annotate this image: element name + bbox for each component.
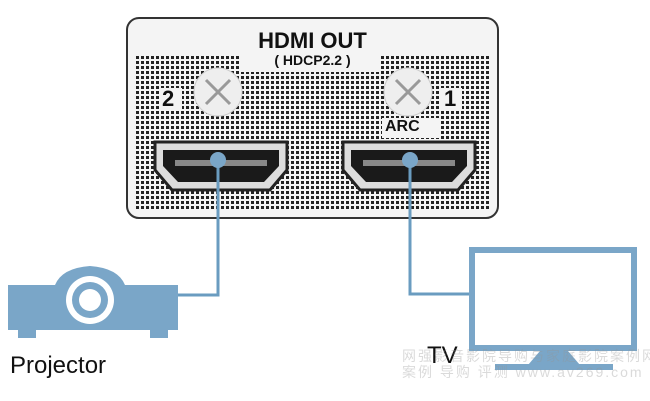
panel-title: HDMI OUT xyxy=(258,28,367,53)
arc-label: ARC xyxy=(385,118,420,135)
cable-tv xyxy=(408,160,472,296)
cable-projector xyxy=(175,160,220,297)
watermark-line2: 案例 导购 评测 www.av269.com xyxy=(402,364,644,380)
screw-icon xyxy=(193,67,243,117)
tv-icon xyxy=(469,247,637,370)
projector-icon xyxy=(8,266,178,338)
cable-connector-dot xyxy=(402,152,418,168)
port-2-label: 2 xyxy=(162,86,175,111)
cable-connector-dot xyxy=(210,152,226,168)
projector-label: Projector xyxy=(10,352,107,379)
tv-label: TV xyxy=(427,342,458,369)
panel-subtitle: ( HDCP2.2 ) xyxy=(274,52,351,68)
screw-icon xyxy=(383,67,433,117)
watermark-line1: 网强影音影院导购与家庭影院案例网 xyxy=(402,348,650,364)
port-1-label: 1 xyxy=(444,86,457,111)
